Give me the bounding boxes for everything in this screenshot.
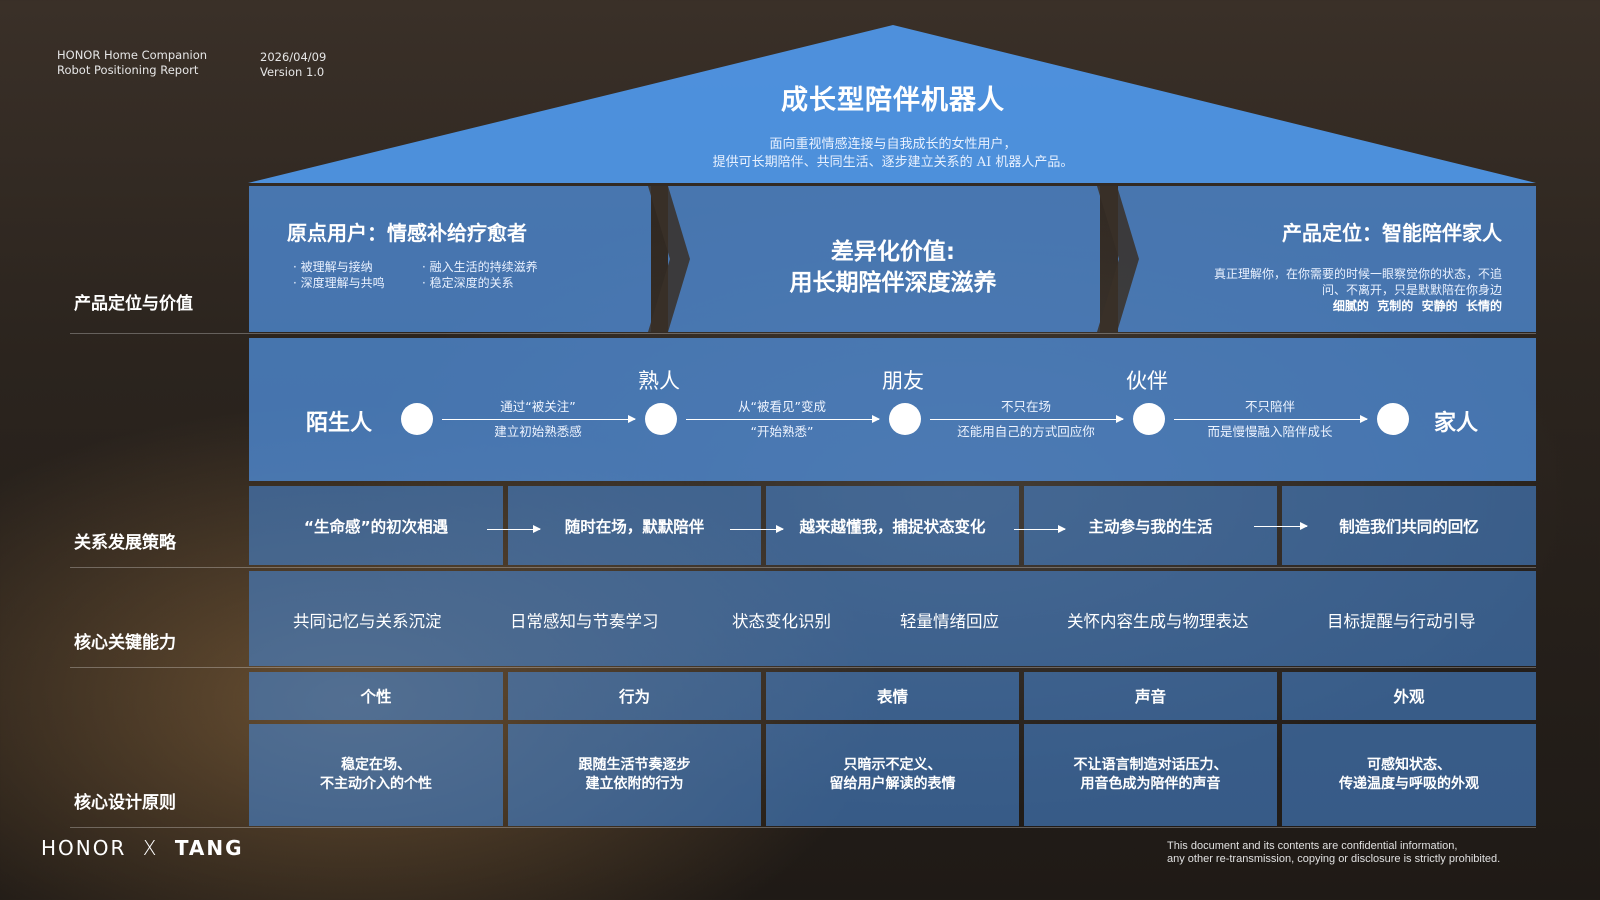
right-desc-line1: 真正理解你，在你需要的时候一眼察觉你的状态，不追 <box>1213 267 1502 281</box>
stage-family: 家人 <box>1434 411 1479 436</box>
transition-3-bottom: 还能用自己的方式回应你 <box>957 424 1095 439</box>
stage-stranger: 陌生人 <box>306 411 373 436</box>
divider-2 <box>70 567 1536 568</box>
journey-arrow-1 <box>442 415 636 423</box>
capability-6: 目标提醒与行动引导 <box>1327 612 1476 631</box>
principle-body-2: 跟随生活节奏逐步建立依附的行为 <box>508 724 761 826</box>
stage-acquaintance: 熟人 <box>638 369 680 393</box>
divider-3 <box>70 667 1536 668</box>
principle-head-4: 声音 <box>1024 672 1277 720</box>
principle-body-3: 只暗示不定义、留给用户解读的表情 <box>766 724 1019 826</box>
transition-4-bottom: 而是慢慢融入陪伴成长 <box>1207 424 1333 439</box>
capabilities-panel <box>249 571 1536 666</box>
capability-5: 关怀内容生成与物理表达 <box>1067 612 1249 631</box>
brand-x: X <box>142 836 159 860</box>
strategy-arrow-2 <box>730 525 784 533</box>
strategy-arrow-4 <box>1254 522 1308 530</box>
chevron-dividers <box>648 186 1139 332</box>
journey-node-2 <box>645 403 677 435</box>
journey-node-5 <box>1377 403 1409 435</box>
journey-node-4 <box>1133 403 1165 435</box>
left-bullet-1: · 被理解与接纳 <box>293 260 373 274</box>
journey-node-3 <box>889 403 921 435</box>
row-label-strategy: 关系发展策略 <box>74 533 176 553</box>
transition-3-top: 不只在场 <box>1000 399 1051 414</box>
positioning-center-panel <box>668 186 1100 332</box>
strategy-cell-1: “生命感”的初次相遇 <box>249 486 503 565</box>
row-label-positioning: 产品定位与价值 <box>74 294 193 314</box>
capability-3: 状态变化识别 <box>732 612 831 631</box>
report-date: 2026/04/09 <box>260 50 327 64</box>
report-version: Version 1.0 <box>260 65 325 79</box>
divider-1 <box>70 333 1536 334</box>
transition-2-bottom: “开始熟悉” <box>750 424 814 439</box>
disclaimer-line1: This document and its contents are confi… <box>1167 840 1458 852</box>
left-title: 原点用户：情感补给疗愈者 <box>287 221 527 245</box>
strategy-cell-2: 随时在场，默默陪伴 <box>508 486 761 565</box>
stage-partner: 伙伴 <box>1126 369 1168 393</box>
capability-4: 轻量情绪回应 <box>900 612 999 631</box>
report-title-line1: HONOR Home Companion <box>57 48 208 62</box>
principle-body-4: 不让语言制造对话压力、用音色成为陪伴的声音 <box>1024 724 1277 826</box>
report-title-line2: Robot Positioning Report <box>57 63 199 77</box>
strategy-5: 制造我们共同的回忆 <box>1339 517 1479 536</box>
left-bullet-3: · 融入生活的持续滋养 <box>422 260 538 274</box>
center-title-line1: 差异化价值: <box>830 239 956 265</box>
strategy-4: 主动参与我的生活 <box>1088 517 1213 536</box>
right-tags: 细腻的 克制的 安静的 长情的 <box>1332 299 1502 313</box>
strategy-2: 随时在场，默默陪伴 <box>564 517 705 536</box>
principle-body-5: 可感知状态、传递温度与呼吸的外观 <box>1282 724 1536 826</box>
strategy-cell-4: 主动参与我的生活 <box>1024 486 1277 565</box>
journey-node-1 <box>401 403 433 435</box>
report-title: HONOR Home Companion Robot Positioning R… <box>57 48 207 78</box>
principle-head-2: 行为 <box>508 672 761 720</box>
right-title: 产品定位：智能陪伴家人 <box>1282 221 1502 245</box>
roof-desc-line2: 提供可长期陪伴、共同生活、逐步建立关系的 AI 机器人产品。 <box>712 155 1074 170</box>
stage-friend: 朋友 <box>882 369 924 393</box>
capability-2: 日常感知与节奏学习 <box>510 612 659 631</box>
positioning-right-panel <box>1118 186 1536 332</box>
principle-head-3: 表情 <box>766 672 1019 720</box>
strategy-arrow-1 <box>487 525 541 533</box>
right-desc-line2: 问、不离开，只是默默陪在你身边 <box>1321 283 1502 297</box>
principle-head-1: 个性 <box>249 672 503 720</box>
transition-2-top: 从“被看见”变成 <box>738 399 826 414</box>
strategy-cell-3: 越来越懂我，捕捉状态变化 <box>766 486 1019 565</box>
strategy-1: “生命感”的初次相遇 <box>303 517 449 536</box>
roof-shape <box>248 25 1536 183</box>
transition-1-top: 通过“被关注” <box>500 399 576 414</box>
row-label-design: 核心设计原则 <box>74 793 176 813</box>
report-meta: 2026/04/09 Version 1.0 <box>260 50 326 80</box>
capability-1: 共同记忆与关系沉淀 <box>293 612 442 631</box>
positioning-left-panel <box>249 186 651 332</box>
strategy-3: 越来越懂我，捕捉状态变化 <box>799 517 986 536</box>
center-title-line2: 用长期陪伴深度滋养 <box>789 270 997 296</box>
brand-honor: HONOR <box>41 836 127 860</box>
principle-body-1: 稳定在场、不主动介入的个性 <box>249 724 503 826</box>
disclaimer: This document and its contents are confi… <box>1167 840 1500 866</box>
divider-4 <box>70 827 1536 828</box>
transition-4-top: 不只陪伴 <box>1244 399 1295 414</box>
row-label-capabilities: 核心关键能力 <box>74 633 176 653</box>
roof-desc-line1: 面向重视情感连接与自我成长的女性用户， <box>769 137 1017 152</box>
left-bullet-2: · 深度理解与共鸣 <box>293 276 385 290</box>
transition-1-bottom: 建立初始熟悉感 <box>494 424 582 439</box>
principle-head-5: 外观 <box>1282 672 1536 720</box>
strategy-cell-5: 制造我们共同的回忆 <box>1282 486 1536 565</box>
left-bullet-4: · 稳定深度的关系 <box>422 276 514 290</box>
journey-arrow-4 <box>1174 415 1368 423</box>
journey-arrow-3 <box>930 415 1124 423</box>
strategy-arrow-3 <box>1014 525 1066 533</box>
brand-tang: TANG <box>174 836 244 860</box>
brand-logo: HONOR X TANG <box>41 836 244 860</box>
journey-arrow-2 <box>686 415 880 423</box>
disclaimer-line2: any other re-transmission, copying or di… <box>1167 853 1501 865</box>
roof-title: 成长型陪伴机器人 <box>781 85 1005 116</box>
